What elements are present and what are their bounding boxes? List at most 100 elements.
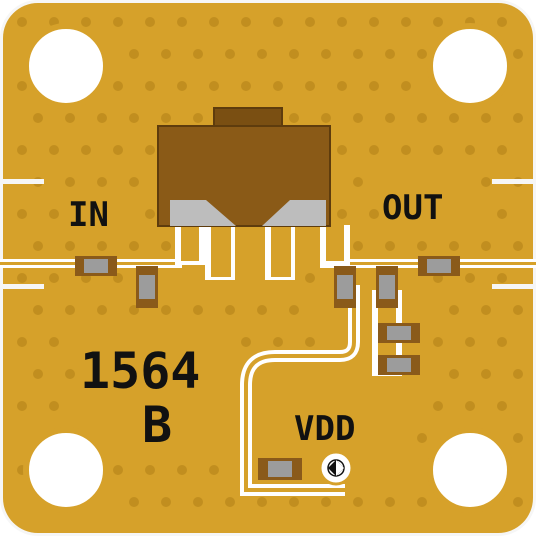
via [481, 369, 491, 379]
cap-dielectric [387, 358, 411, 372]
via [305, 17, 315, 27]
via [417, 433, 427, 443]
via [417, 49, 427, 59]
via [513, 113, 523, 123]
cap-input-series [75, 256, 117, 276]
via [289, 49, 299, 59]
via [481, 241, 491, 251]
via [417, 113, 427, 123]
chip-lead-right [262, 200, 326, 226]
via [353, 113, 363, 123]
via [225, 49, 235, 59]
cap-dielectric [337, 275, 353, 299]
vdd-trace-center [244, 285, 356, 492]
via [497, 337, 507, 347]
via [33, 305, 43, 315]
cap-dielectric [84, 259, 108, 273]
via [433, 145, 443, 155]
via [145, 17, 155, 27]
via [353, 497, 363, 507]
amplifier-chip [157, 107, 331, 227]
via [481, 305, 491, 315]
via [177, 465, 187, 475]
via [513, 305, 523, 315]
via [177, 81, 187, 91]
cap-vdd-a [376, 266, 398, 308]
via [257, 49, 267, 59]
via [209, 465, 219, 475]
via [369, 17, 379, 27]
via [385, 113, 395, 123]
supply-label: VDD [294, 409, 355, 449]
via [145, 209, 155, 219]
via [113, 81, 123, 91]
via [193, 49, 203, 59]
center-gap-right-inner [271, 225, 291, 277]
via [449, 369, 459, 379]
via [481, 177, 491, 187]
via [129, 49, 139, 59]
via [161, 113, 171, 123]
part-number-label: 1564 [80, 342, 200, 400]
test-point-diamond-half [336, 460, 344, 476]
ground-gap-right-upper [492, 179, 536, 184]
via [497, 17, 507, 27]
via [337, 145, 347, 155]
via [497, 401, 507, 411]
via [225, 497, 235, 507]
via [353, 49, 363, 59]
via [353, 241, 363, 251]
via [289, 305, 299, 315]
cap-dielectric [387, 326, 411, 340]
via [273, 17, 283, 27]
via [337, 17, 347, 27]
via [513, 241, 523, 251]
via [305, 273, 315, 283]
via [65, 369, 75, 379]
via [65, 177, 75, 187]
via [17, 17, 27, 27]
via [401, 145, 411, 155]
via [241, 81, 251, 91]
via [145, 81, 155, 91]
via [369, 145, 379, 155]
via [17, 145, 27, 155]
chip-lead-left [170, 200, 236, 226]
via [273, 81, 283, 91]
via [465, 145, 475, 155]
via [113, 17, 123, 27]
via [49, 273, 59, 283]
via [17, 337, 27, 347]
via [369, 209, 379, 219]
via [353, 177, 363, 187]
via [17, 81, 27, 91]
via [209, 17, 219, 27]
via [129, 177, 139, 187]
cap-dielectric [427, 259, 451, 273]
via [257, 305, 267, 315]
test-point-icon[interactable] [318, 450, 354, 486]
center-gap-left-inner [211, 225, 231, 277]
ground-gap-left-upper [0, 179, 44, 184]
via [321, 497, 331, 507]
mounting-holes [23, 23, 513, 513]
via [129, 497, 139, 507]
mounting-hole-icon [23, 427, 109, 513]
via [241, 337, 251, 347]
input-label: IN [68, 195, 109, 235]
output-stub-center [326, 225, 344, 261]
via [97, 177, 107, 187]
via [177, 17, 187, 27]
via [81, 145, 91, 155]
via [113, 465, 123, 475]
cap-input-shunt [136, 266, 158, 308]
via [417, 497, 427, 507]
mounting-hole-icon [427, 23, 513, 109]
via [449, 241, 459, 251]
via [305, 81, 315, 91]
via [497, 145, 507, 155]
via [145, 145, 155, 155]
input-stub-center [181, 225, 199, 261]
via [129, 241, 139, 251]
